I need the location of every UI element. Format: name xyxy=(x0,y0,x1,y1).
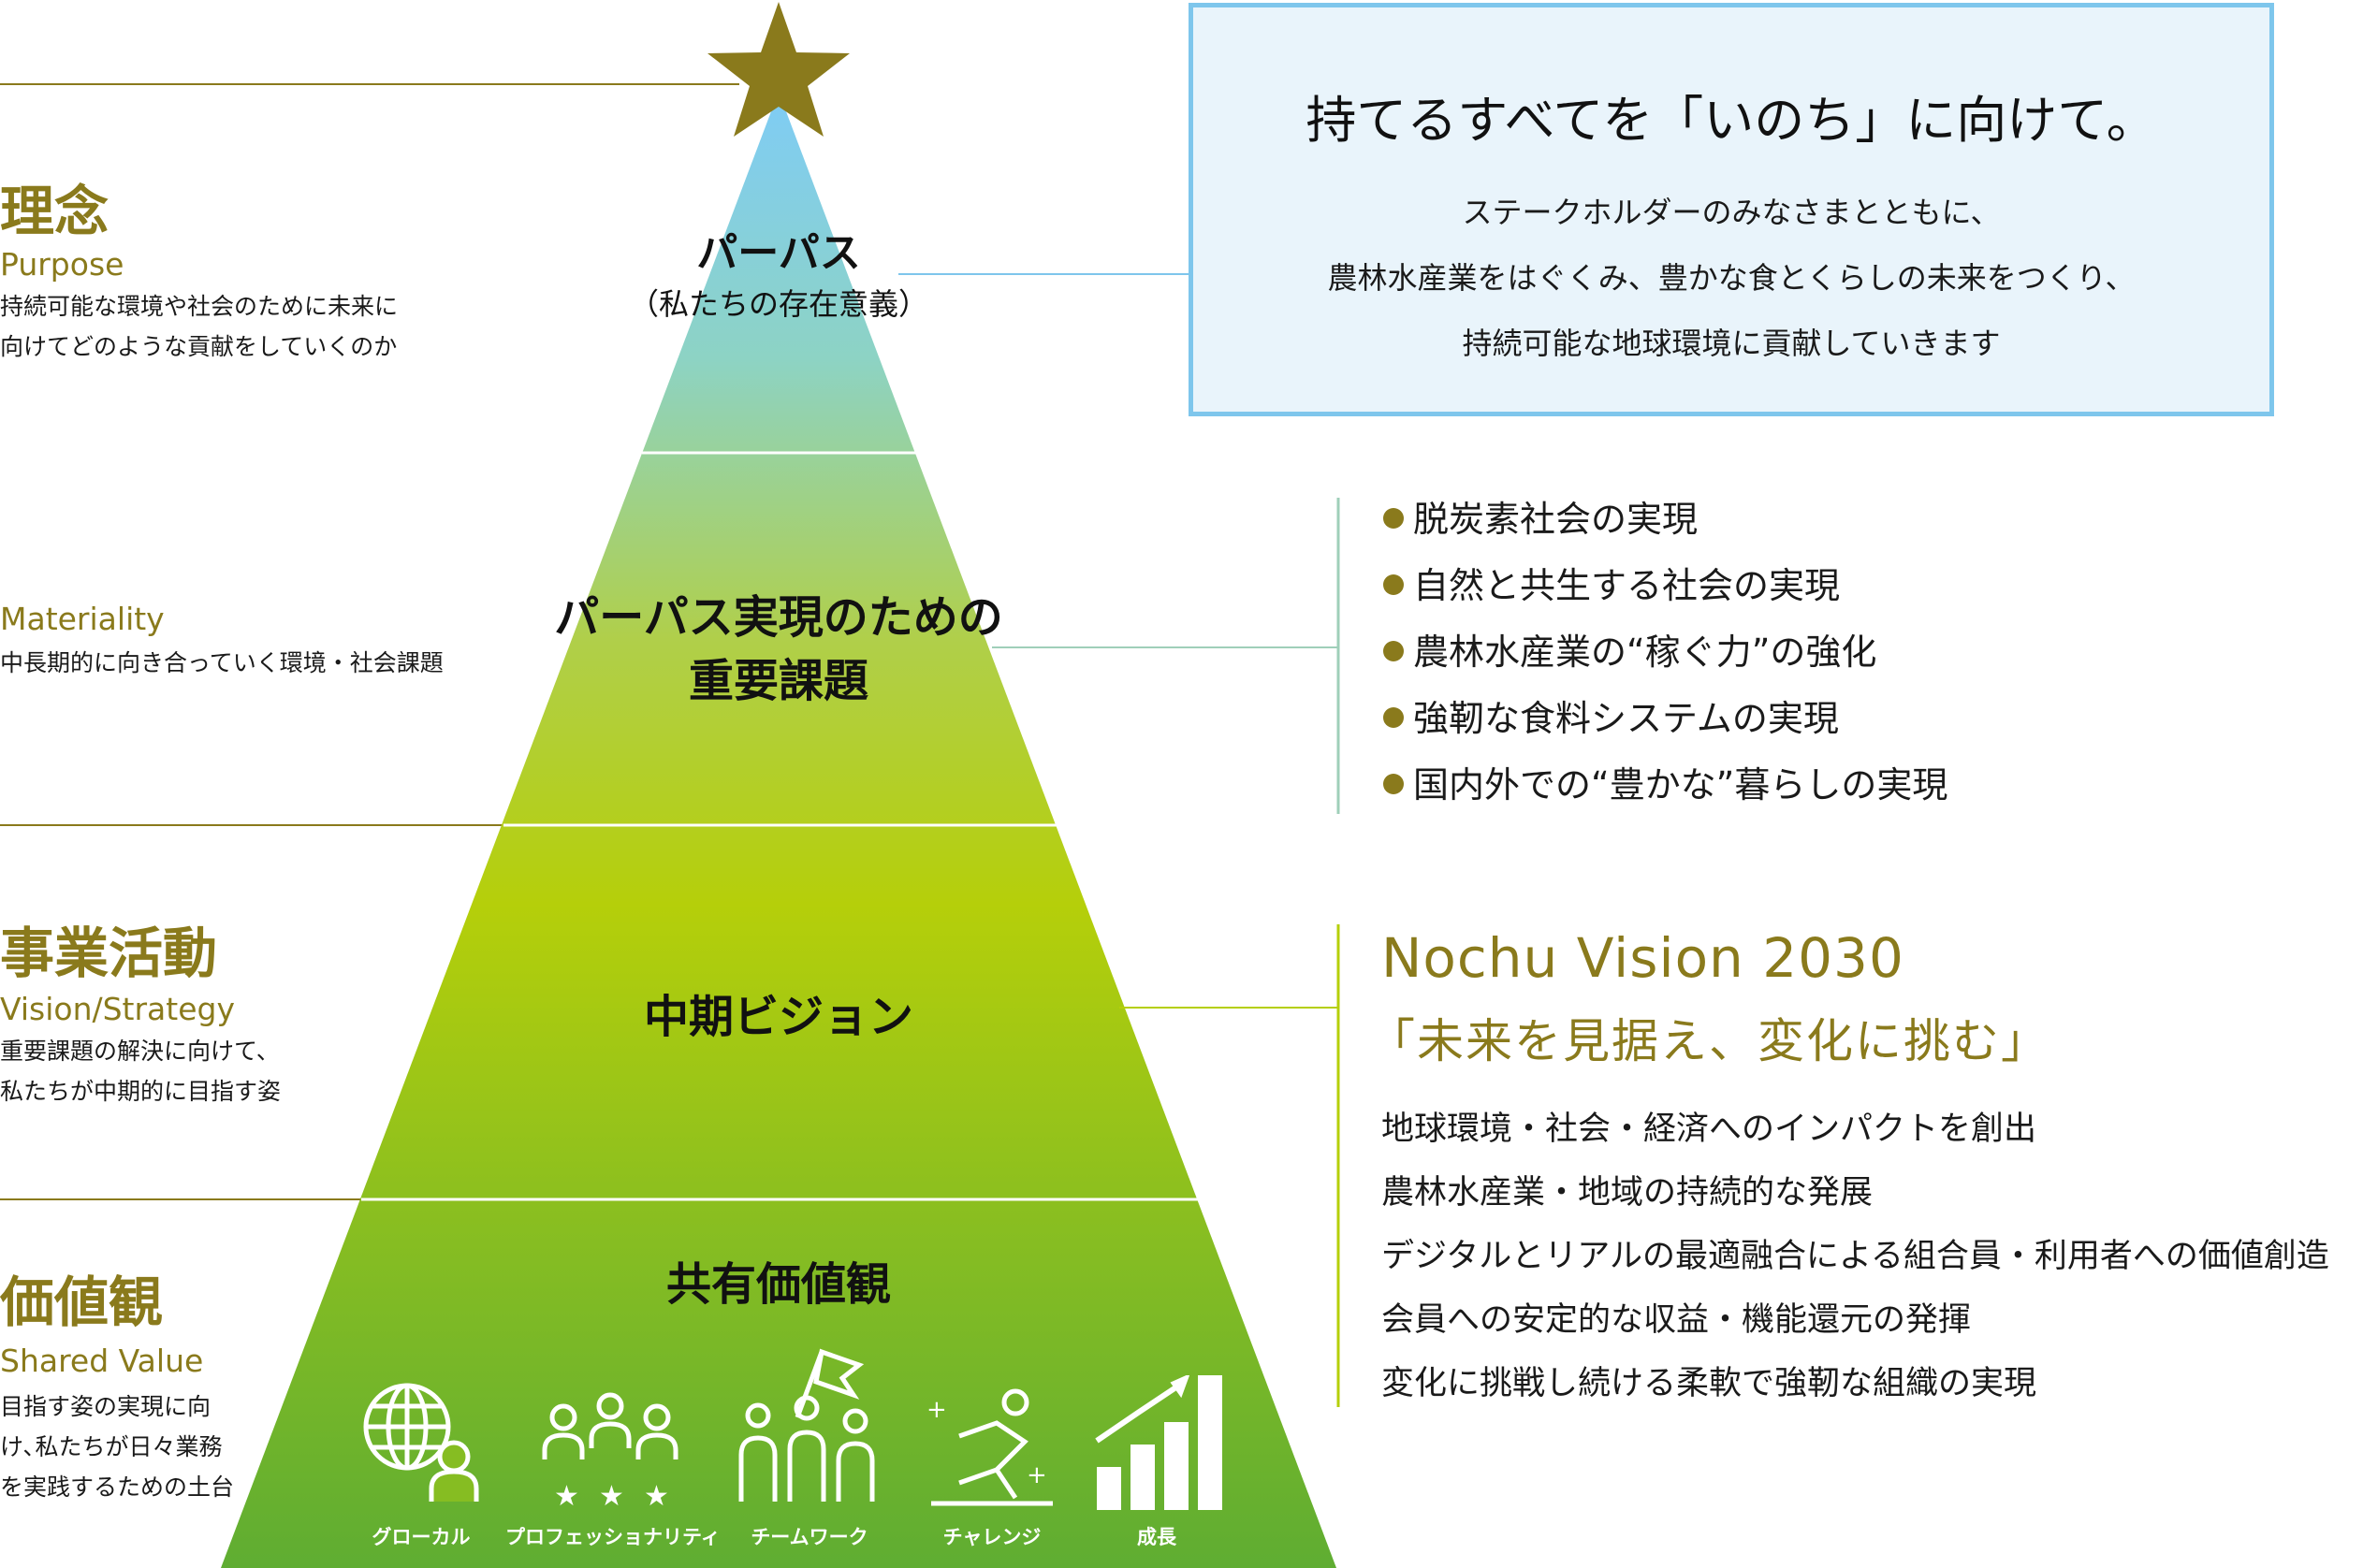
growth-bars-icon xyxy=(1091,1373,1222,1515)
svg-text:+: + xyxy=(1027,1461,1047,1489)
value-label-glocal: グローカル xyxy=(372,1526,471,1548)
value-label-teamwork: チームワーク xyxy=(751,1526,868,1548)
vision-section-subtitle: Vision/Strategy xyxy=(0,991,235,1027)
materiality-section-desc: 中長期的に向き合っていく環境・社会課題 xyxy=(0,649,444,676)
values-section-title: 価値観 xyxy=(0,1270,164,1334)
purpose-line: ステークホルダーのみなさまとともに、 xyxy=(1462,195,2001,230)
purpose-line: 持続可能な地球環境に貢献していきます xyxy=(1462,326,2001,361)
bullet-icon xyxy=(1383,640,1404,661)
vision-title: Nochu Vision 2030 xyxy=(1381,926,1904,990)
materiality-item: 強靭な食料システムの実現 xyxy=(1383,701,1839,736)
bullet-icon xyxy=(1383,507,1404,529)
purpose-headline: 持てるすべてを「いのち」に向けて。 xyxy=(1305,91,2157,150)
team-stars-icon: ★ ★ ★ xyxy=(535,1389,685,1515)
value-label-growth: 成長 xyxy=(1137,1526,1176,1548)
bullet-icon xyxy=(1383,573,1404,595)
materiality-item: 脱炭素社会の実現 xyxy=(1383,501,1698,537)
svg-text:★: ★ xyxy=(644,1480,669,1511)
vision-item: 地球環境・社会・経済へのインパクトを創出 xyxy=(1381,1111,2037,1148)
values-section-subtitle: Shared Value xyxy=(0,1343,204,1379)
svg-text:★: ★ xyxy=(554,1480,579,1511)
vision-item: デジタルとリアルの最適融合による組合員・利用者への価値創造 xyxy=(1381,1238,2329,1275)
purpose-section-title: 理念 xyxy=(0,180,109,243)
vision-section-title: 事業活動 xyxy=(0,922,218,985)
materiality-section-subtitle: Materiality xyxy=(0,601,165,637)
globe-person-icon xyxy=(351,1371,491,1515)
star-icon xyxy=(707,2,850,137)
materiality-item: 農林水産業の“稼ぐ力”の強化 xyxy=(1383,634,1876,670)
vision-item: 農林水産業・地域の持続的な発展 xyxy=(1381,1174,1874,1212)
vision-section-desc: 重要課題の解決に向けて、 私たちが中期的に目指す姿 xyxy=(0,1038,282,1105)
materiality-item: 国内外での“豊かな”暮らしの実現 xyxy=(1383,767,1947,803)
vision-item: 変化に挑戦し続ける柔軟で強靭な組織の実現 xyxy=(1381,1365,2037,1402)
purpose-line: 農林水産業をはぐくみ、豊かな食とくらしの未来をつくり、 xyxy=(1327,260,2136,296)
svg-text:+: + xyxy=(926,1396,947,1424)
purpose-section-subtitle: Purpose xyxy=(0,246,124,283)
materiality-item: 自然と共生する社会の実現 xyxy=(1383,568,1840,603)
leaping-person-icon: + + xyxy=(922,1380,1062,1515)
svg-text:★: ★ xyxy=(599,1480,624,1511)
value-label-challenge: チャレンジ xyxy=(942,1526,1042,1548)
values-section-desc: 目指す姿の実現に向 け､私たちが日々業務 を実践するための土台 xyxy=(0,1393,235,1501)
bullet-icon xyxy=(1383,773,1404,794)
vision-item: 会員への安定的な収益・機能還元の発揮 xyxy=(1381,1301,1972,1339)
value-label-professionality: プロフェッショナリティ xyxy=(505,1526,721,1548)
bullet-icon xyxy=(1383,706,1404,728)
purpose-statement-box: 持てるすべてを「いのち」に向けて。 ステークホルダーのみなさまとともに、 農林水… xyxy=(1189,3,2274,416)
level-purpose-label: パーパス xyxy=(696,229,861,277)
purpose-section-desc: 持続可能な環境や社会のために未来に 向けてどのような貢献をしていくのか xyxy=(0,293,399,360)
team-flag-icon xyxy=(732,1343,882,1510)
level-vision-label: 中期ビジョン xyxy=(643,991,913,1043)
level-purpose-sublabel: （私たちの存在意義） xyxy=(628,286,928,322)
vision-tagline: 「未来を見据え、変化に挑む」 xyxy=(1368,1014,2049,1068)
level-materiality-label: パーパス実現のための 重要課題 xyxy=(554,591,1003,707)
level-values-label: 共有価値観 xyxy=(665,1258,891,1311)
